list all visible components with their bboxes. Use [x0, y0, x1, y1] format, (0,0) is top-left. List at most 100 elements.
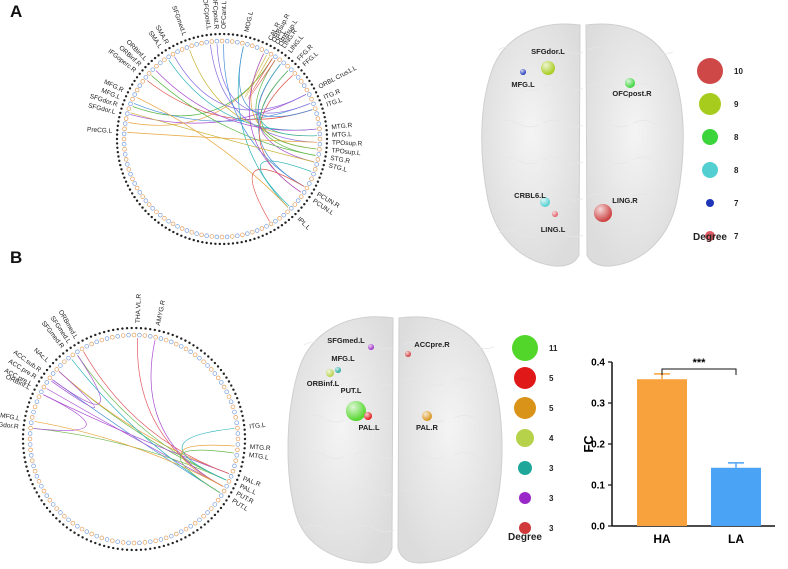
circos-a-ring-dot [323, 115, 326, 119]
circos-a-node-marker [170, 221, 176, 227]
circos-b-ring-dot [116, 327, 119, 331]
circos-b-ring-dot [31, 392, 34, 396]
circos-b-node-marker [66, 355, 71, 361]
brain-a-legend-value: 8 [734, 166, 739, 175]
circos-b-node-marker [115, 334, 120, 339]
circos-a-ring-dot [287, 218, 291, 222]
y-tick-label: 0.4 [591, 358, 605, 369]
circos-b-ring-dot [112, 328, 115, 332]
circos-a-node-marker [199, 40, 204, 46]
circos-b-ring-dot [240, 465, 243, 468]
circos-b-region-label: MFG.L [0, 412, 21, 422]
circos-a-node-marker [122, 126, 127, 132]
circos-b-ring-dot [51, 513, 55, 517]
circos-a-node-marker [317, 141, 323, 147]
circos-a-node-marker [179, 226, 185, 231]
circos-b-node-marker [99, 337, 105, 343]
circos-b-ring-dot [216, 510, 220, 513]
brain-b-legend-value: 3 [549, 524, 554, 533]
circos-b-node-marker [39, 483, 44, 489]
circos-a-ring-dot [269, 44, 272, 48]
circos-a-node-marker [209, 234, 215, 239]
x-tick-label: HA [653, 532, 671, 546]
circos-a-ring-dot [201, 240, 204, 244]
circos-a-link [223, 44, 305, 187]
brain-gyrus-line [542, 83, 584, 91]
brain-b-node-label: SFGmed.L [327, 336, 365, 345]
circos-a-node-marker [134, 185, 140, 191]
circos-a-ring-dot [269, 230, 272, 234]
circos-b-ring-dot [225, 499, 228, 502]
circos-b-node-marker [89, 531, 94, 537]
y-tick-label: 0.0 [591, 522, 605, 533]
circos-a-ring-dot [172, 44, 175, 48]
brain-b-node-highlight [335, 367, 341, 373]
circos-b-ring-dot [243, 428, 246, 431]
circos-a-node-marker [137, 190, 143, 195]
circos-a-ring-dot [196, 240, 200, 243]
circos-a-ring-dot [280, 224, 284, 227]
circos-a-ring-dot [209, 242, 213, 245]
circos-a-node-marker [154, 63, 159, 69]
circos-b-node-marker [224, 389, 229, 395]
circos-b-node-marker [215, 375, 221, 381]
y-axis-label: FC [581, 435, 596, 453]
circos-b-node-marker [230, 404, 236, 410]
circos-b-ring-dot [242, 419, 245, 422]
circos-a-ring-dot [124, 95, 128, 98]
circos-b-node-marker [142, 333, 148, 338]
circos-a-node-marker [250, 43, 255, 49]
circos-a-node-marker [277, 216, 282, 221]
brain-a-legend-swatch [705, 231, 715, 241]
circos-b-node-marker [197, 355, 202, 361]
circos-a-ring-dot [133, 195, 136, 199]
circos-a-ring-dot [180, 234, 183, 237]
circos-b-node-marker [27, 431, 33, 436]
circos-a-node-marker [219, 38, 225, 44]
circos-a-link [132, 58, 273, 117]
circos-a-link [151, 75, 316, 156]
brain-b-node-highlight [326, 369, 334, 377]
circos-b-ring-dot [162, 330, 166, 334]
brain-b-legend-swatch [512, 335, 538, 361]
circos-a-node-marker [309, 176, 314, 182]
circos-b-ring-dot [35, 491, 38, 494]
circos-b-region-label: MTG.R [249, 444, 271, 452]
circos-a-ring-dot [325, 133, 329, 136]
circos-b-ring-dot [180, 538, 183, 541]
circos-a-node-marker [289, 206, 294, 211]
circos-a-ring-dot [321, 107, 324, 110]
circos-b-node-marker [36, 394, 42, 399]
circos-a-ring-dot [249, 36, 252, 40]
circos-a-node-marker [214, 234, 220, 240]
circos-a-ring-dot [119, 111, 122, 115]
brain-gyrus-line [303, 341, 345, 349]
circos-a-link [250, 53, 317, 150]
circos-a-node-marker [254, 45, 260, 50]
circos-a-ring-dot [214, 242, 217, 245]
circos-a-node-marker [295, 75, 301, 80]
circos-a-link [146, 80, 313, 120]
circos-b-ring-dot [98, 332, 101, 335]
circos-a-node-marker [199, 232, 204, 238]
circos-a-node-marker [299, 79, 304, 84]
brain-b-legend-value: 11 [549, 344, 558, 353]
circos-b-node-marker [70, 520, 76, 526]
brain-gyrus-line [403, 488, 445, 496]
circos-b-ring-dot [243, 442, 247, 445]
circos-a-ring-dot [308, 79, 311, 83]
brain-b-legend-swatch [519, 522, 531, 534]
circos-b-ring-dot [227, 380, 231, 383]
circos-b-node-marker [178, 529, 184, 534]
circos-a-node-marker [166, 54, 171, 60]
circos-b-node-marker [232, 409, 237, 415]
circos-a-ring-dot [157, 221, 160, 224]
circos-a-node-marker [277, 57, 282, 62]
brain-b-legend-swatch [514, 367, 536, 389]
x-tick-label: LA [728, 532, 744, 546]
circos-b-node-marker [104, 537, 110, 542]
circos-a-node-marker [137, 83, 143, 88]
circos-a-node-marker [264, 49, 269, 54]
circos-b-node-marker [201, 514, 206, 519]
circos-a-ring-dot [325, 142, 329, 145]
